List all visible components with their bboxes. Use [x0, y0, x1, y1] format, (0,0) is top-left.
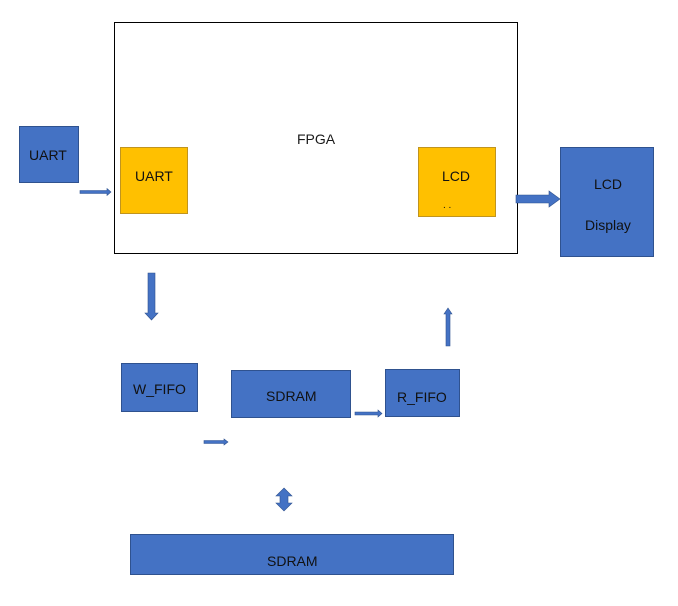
internal-uart-block: UART	[120, 147, 188, 214]
lcd-display-line1: LCD	[594, 176, 623, 192]
external-uart-block: UART	[19, 126, 79, 183]
internal-lcd-block: LCD . .	[418, 147, 496, 217]
sdram-middle-block: SDRAM	[231, 370, 351, 418]
arrow-lcd-to-display	[515, 190, 561, 208]
internal-lcd-marks: . .	[443, 200, 452, 211]
arrow-uart-to-fpga	[79, 187, 112, 197]
arrow-rfifo-to-fpga	[443, 307, 453, 347]
lcd-display-line2: Display	[585, 217, 631, 233]
sdram-bottom-label: SDRAM	[267, 553, 318, 569]
external-uart-label: UART	[29, 147, 67, 163]
w-fifo-block: W_FIFO	[121, 363, 198, 412]
arrow-sdram-to-rfifo	[354, 409, 383, 418]
fpga-block: FPGA	[114, 22, 518, 254]
lcd-display-block: LCD Display	[560, 147, 654, 257]
fpga-label: FPGA	[297, 131, 336, 147]
sdram-bottom-block: SDRAM	[130, 534, 454, 575]
r-fifo-block: R_FIFO	[385, 369, 460, 417]
internal-uart-label: UART	[135, 168, 173, 184]
r-fifo-label: R_FIFO	[397, 389, 447, 405]
arrow-wfifo-to-sdram	[203, 438, 229, 446]
arrow-bidirectional-sdram	[275, 487, 293, 512]
internal-lcd-label: LCD	[442, 168, 471, 184]
sdram-middle-label: SDRAM	[266, 388, 317, 404]
w-fifo-label: W_FIFO	[133, 381, 186, 397]
arrow-fpga-to-wfifo	[144, 272, 159, 321]
